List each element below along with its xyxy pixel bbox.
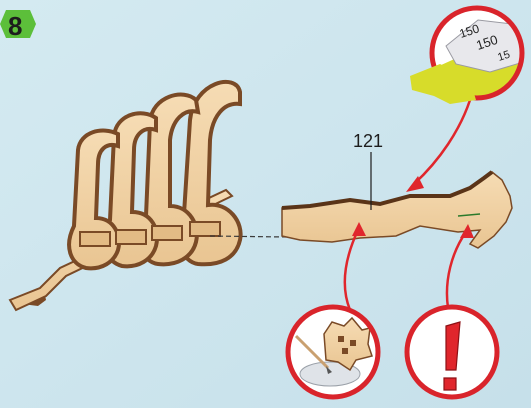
glue-icon <box>288 307 378 397</box>
step-number: 8 <box>8 11 22 41</box>
step-badge: 8 <box>0 10 36 41</box>
exclamation-icon <box>407 307 497 397</box>
part-label: 121 <box>353 131 383 151</box>
